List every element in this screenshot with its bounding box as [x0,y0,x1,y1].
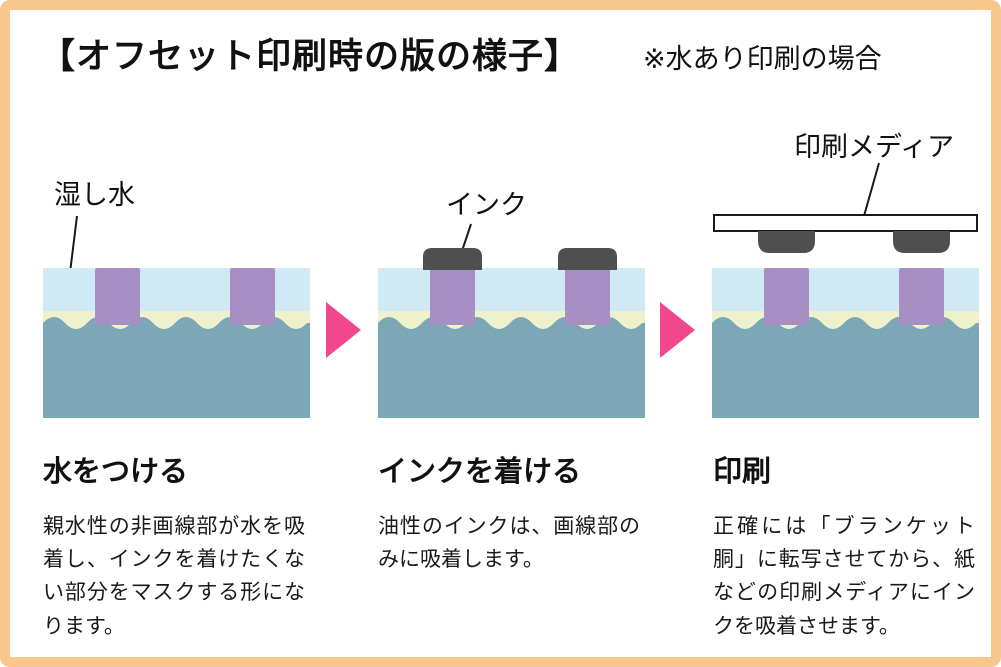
image-area-block [565,268,610,325]
label-print-media: 印刷メディア [794,132,955,163]
step-heading: インクを着ける [378,454,582,488]
ink-cap [558,248,617,270]
plate-base [712,317,979,418]
plate-base [43,317,310,418]
transferred-ink-blob [758,231,815,253]
arrow-right-icon [660,302,695,358]
label-dampening-water: 湿し水 [54,180,135,211]
arrow-right-icon [326,302,361,358]
step-description: 正確には「ブランケット胴」に転写させてから、紙などの印刷メディアにインクを吸着さ… [713,514,975,638]
plate-base [378,317,645,418]
image-area-block [764,268,809,325]
label-ink: インク [446,190,527,221]
diagram-step-print [712,214,979,418]
caption-step-print: 印刷 正確には「ブランケット胴」に転写させてから、紙などの印刷メディアにインクを… [713,448,975,643]
ink-cap [423,248,482,270]
diagram-step-water [43,268,310,418]
page-title: 【オフセット印刷時の版の様子】 [40,37,581,77]
step-heading: 水をつける [43,454,189,488]
diagram-step-ink [378,248,645,418]
image-area-block [230,268,275,325]
caption-step-ink: インクを着ける 油性のインクは、画線部のみに吸着します。 [378,448,640,576]
image-area-block [430,268,475,325]
image-area-block [95,268,140,325]
image-area-block [899,268,944,325]
caption-step-water: 水をつける 親水性の非画線部が水を吸着し、インクを着けたくない部分をマスクする形… [43,448,305,643]
step-heading: 印刷 [713,454,772,488]
subtitle-note: ※水あり印刷の場合 [643,44,882,75]
step-description: 油性のインクは、画線部のみに吸着します。 [378,514,640,572]
step-description: 親水性の非画線部が水を吸着し、インクを着けたくない部分をマスクする形になります。 [43,514,305,638]
transferred-ink-blob [893,231,950,253]
print-media-bar [713,214,978,232]
